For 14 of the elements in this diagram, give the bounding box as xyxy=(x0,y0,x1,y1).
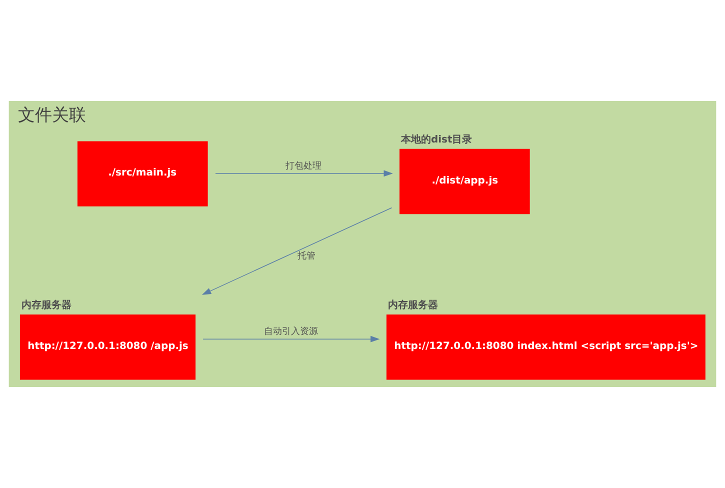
node-box: ./dist/app.js xyxy=(400,148,530,214)
arrow xyxy=(202,336,380,342)
node-label: 内存服务器 xyxy=(21,300,72,311)
node-box: http://127.0.0.1:8080 /app.js xyxy=(20,314,196,380)
edge-label: 自动引入资源 xyxy=(264,326,318,338)
arrow xyxy=(202,207,392,295)
edge-label: 打包处理 xyxy=(286,160,322,172)
node-box: http://127.0.0.1:8080 index.html <script src='app.js'> xyxy=(386,314,706,380)
diagram-title: 文件关联 xyxy=(18,104,86,125)
arrow xyxy=(215,170,393,177)
edge-label: 托管 xyxy=(297,250,316,262)
node-label: 内存服务器 xyxy=(388,300,438,311)
node-box: ./src/main.js xyxy=(77,141,208,206)
node-label: 本地的dist目录 xyxy=(401,134,472,146)
